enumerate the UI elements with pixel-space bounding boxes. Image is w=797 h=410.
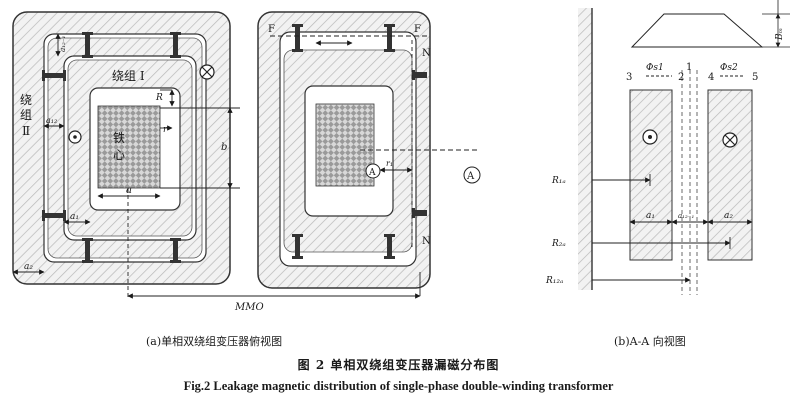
label-5: 5 — [752, 72, 758, 83]
iron-core-left — [97, 105, 161, 189]
dim-r1-label: r₁ — [386, 159, 393, 168]
figure-title-en: Fig.2 Leakage magnetic distribution of s… — [183, 379, 614, 393]
section-marker-inner — [365, 163, 381, 179]
spacer-blocks-right — [292, 24, 427, 259]
dimension-lines-left — [12, 33, 421, 300]
core-label-top: 铁 — [113, 131, 125, 145]
marker-A-outer: A — [466, 171, 475, 182]
winding-2-label-bot: Ⅱ — [22, 124, 30, 138]
bm-trapezoid — [630, 13, 764, 48]
winding-1-label: 绕组 Ⅰ — [112, 69, 145, 83]
dim-a12-top-label: a₁₂₋₁ — [59, 36, 67, 52]
winding-2-section — [707, 89, 753, 261]
r1a-label: R₁ₐ — [551, 176, 566, 186]
a12-b-label: a₁₂₋₁ — [678, 212, 694, 220]
tank-wall-hatch — [578, 8, 592, 290]
dim-a12-label: a₁₂ — [46, 116, 57, 125]
view-b — [578, 0, 790, 295]
r12a-label: R₁₂ₐ — [545, 276, 563, 286]
dimension-lines-right — [270, 35, 480, 296]
iron-core-right — [315, 103, 375, 187]
a2-b-label: a₂ — [724, 211, 733, 221]
phi-s2-label: Φs2 — [720, 63, 738, 73]
caption-a: (a)单相双绕组变压器俯视图 — [146, 335, 283, 348]
phi-s1-label: Φs1 — [646, 63, 664, 73]
r2a-label: R₂ₐ — [551, 239, 566, 249]
label-N-bottom: N — [422, 236, 431, 247]
center-lines — [681, 70, 698, 295]
label-2: 2 — [678, 72, 684, 83]
winding-1-section — [629, 89, 673, 261]
label-F-left: F — [268, 24, 275, 35]
section-marker-outer — [463, 166, 481, 184]
mmo-label: MMO — [234, 302, 264, 313]
bm-label: Bₘ — [775, 28, 785, 41]
dim-a-label: a — [126, 185, 132, 196]
dim-R-label: R — [155, 93, 163, 103]
label-F-right: F — [414, 24, 421, 35]
view-a-left — [12, 11, 421, 300]
winding-2-label-top: 绕 — [20, 93, 32, 107]
caption-b: (b)A-A 向视图 — [614, 335, 686, 348]
label-4: 4 — [708, 72, 714, 83]
dim-a2-label: a₂ — [24, 262, 33, 272]
label-3: 3 — [626, 72, 632, 83]
dimension-lines-b — [592, 75, 753, 283]
marker-A-inner: A — [368, 168, 376, 178]
dim-a1-label: a₁ — [70, 212, 79, 222]
core-label-bot: 心 — [113, 148, 125, 162]
a1-b-label: a₁ — [646, 211, 655, 221]
view-a-right — [257, 11, 481, 296]
dim-b-label: b — [221, 142, 227, 153]
dim-r-label: r — [163, 125, 168, 135]
figure-title-zh: 图 2 单相双绕组变压器漏磁分布图 — [297, 358, 500, 372]
label-N-top: N — [422, 48, 431, 59]
spacer-blocks-left — [42, 32, 181, 263]
label-1: 1 — [686, 62, 692, 73]
winding-2-label-mid: 组 — [20, 108, 32, 122]
